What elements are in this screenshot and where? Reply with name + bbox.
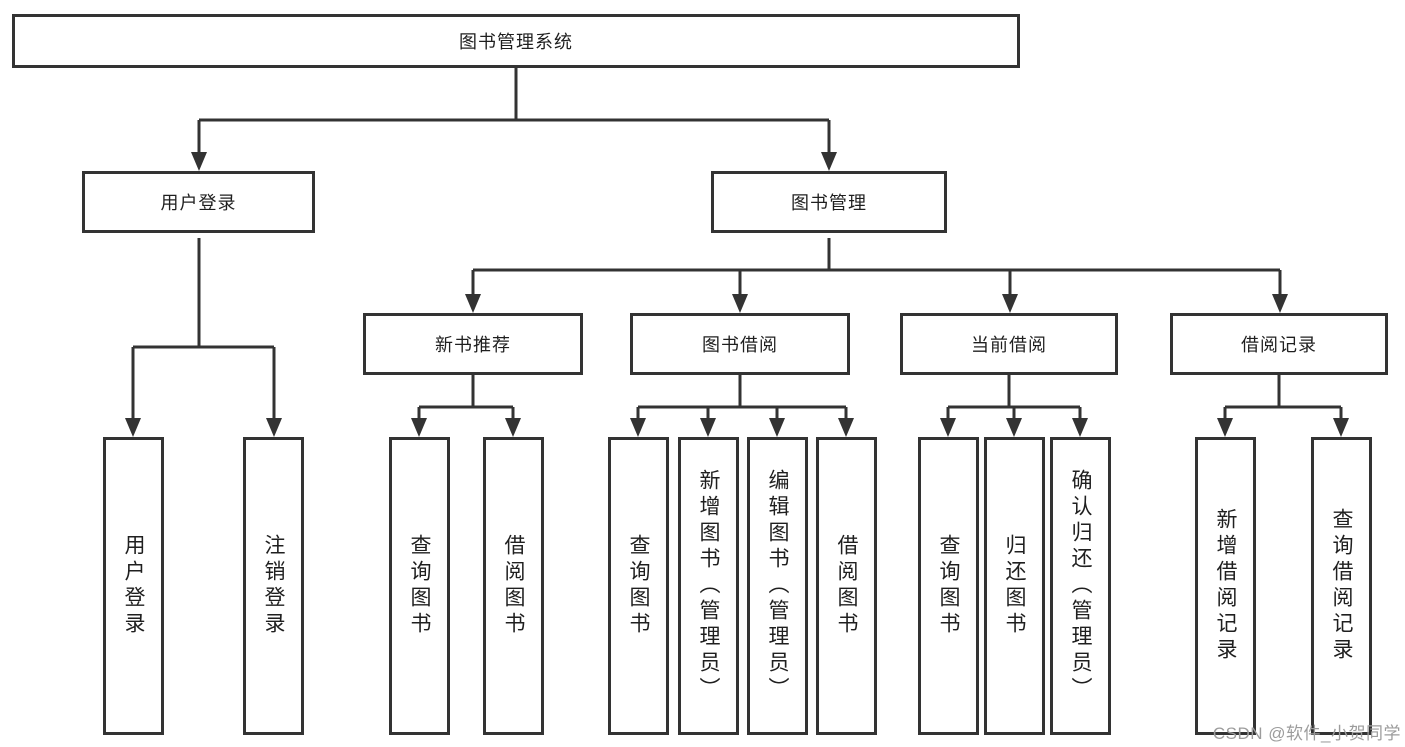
leaf-confirm-return-admin: 确认归还（管理员） <box>1050 437 1111 735</box>
leaf-add-borrow-record: 新增借阅记录 <box>1195 437 1256 735</box>
node-user-login: 用户登录 <box>82 171 315 233</box>
node-book-management-label: 图书管理 <box>791 193 867 213</box>
node-current-borrow: 当前借阅 <box>900 313 1118 375</box>
node-current-borrow-label: 当前借阅 <box>971 335 1047 355</box>
node-book-management: 图书管理 <box>711 171 947 233</box>
leaf-recommend-borrow-book: 借阅图书 <box>483 437 544 735</box>
node-new-book-recommend-label: 新书推荐 <box>435 335 511 355</box>
arrowhead-icons <box>125 152 1349 437</box>
leaf-add-borrow-record-label: 新增借阅记录 <box>1214 508 1237 664</box>
leaf-add-book-admin: 新增图书（管理员） <box>678 437 739 735</box>
leaf-return-book: 归还图书 <box>984 437 1045 735</box>
leaf-recommend-query-book-label: 查询图书 <box>408 534 431 638</box>
leaf-user-login-label: 用户登录 <box>122 534 145 638</box>
leaf-borrow-query-book-label: 查询图书 <box>627 534 650 638</box>
node-borrow-records: 借阅记录 <box>1170 313 1388 375</box>
leaf-recommend-query-book: 查询图书 <box>389 437 450 735</box>
leaf-logout-label: 注销登录 <box>262 534 285 638</box>
leaf-query-borrow-record-label: 查询借阅记录 <box>1330 508 1353 664</box>
csdn-watermark: CSDN @软件_小贺同学 <box>1212 724 1401 743</box>
leaf-recommend-borrow-book-label: 借阅图书 <box>502 534 525 638</box>
leaf-logout: 注销登录 <box>243 437 304 735</box>
leaf-confirm-return-admin-label: 确认归还（管理员） <box>1069 469 1092 703</box>
leaf-current-query-book-label: 查询图书 <box>937 534 960 638</box>
node-library-system: 图书管理系统 <box>12 14 1020 68</box>
node-library-system-label: 图书管理系统 <box>459 32 573 52</box>
node-borrow-records-label: 借阅记录 <box>1241 335 1317 355</box>
leaf-edit-book-admin: 编辑图书（管理员） <box>747 437 808 735</box>
node-user-login-label: 用户登录 <box>160 193 237 213</box>
leaf-borrow-book-label: 借阅图书 <box>835 534 858 638</box>
leaf-edit-book-admin-label: 编辑图书（管理员） <box>766 469 789 703</box>
leaf-query-borrow-record: 查询借阅记录 <box>1311 437 1372 735</box>
leaf-return-book-label: 归还图书 <box>1003 534 1026 638</box>
leaf-user-login: 用户登录 <box>103 437 164 735</box>
leaf-current-query-book: 查询图书 <box>918 437 979 735</box>
leaf-borrow-query-book: 查询图书 <box>608 437 669 735</box>
node-new-book-recommend: 新书推荐 <box>363 313 583 375</box>
node-book-borrow-label: 图书借阅 <box>702 335 778 355</box>
leaf-borrow-book: 借阅图书 <box>816 437 877 735</box>
leaf-add-book-admin-label: 新增图书（管理员） <box>697 469 720 703</box>
node-book-borrow: 图书借阅 <box>630 313 850 375</box>
